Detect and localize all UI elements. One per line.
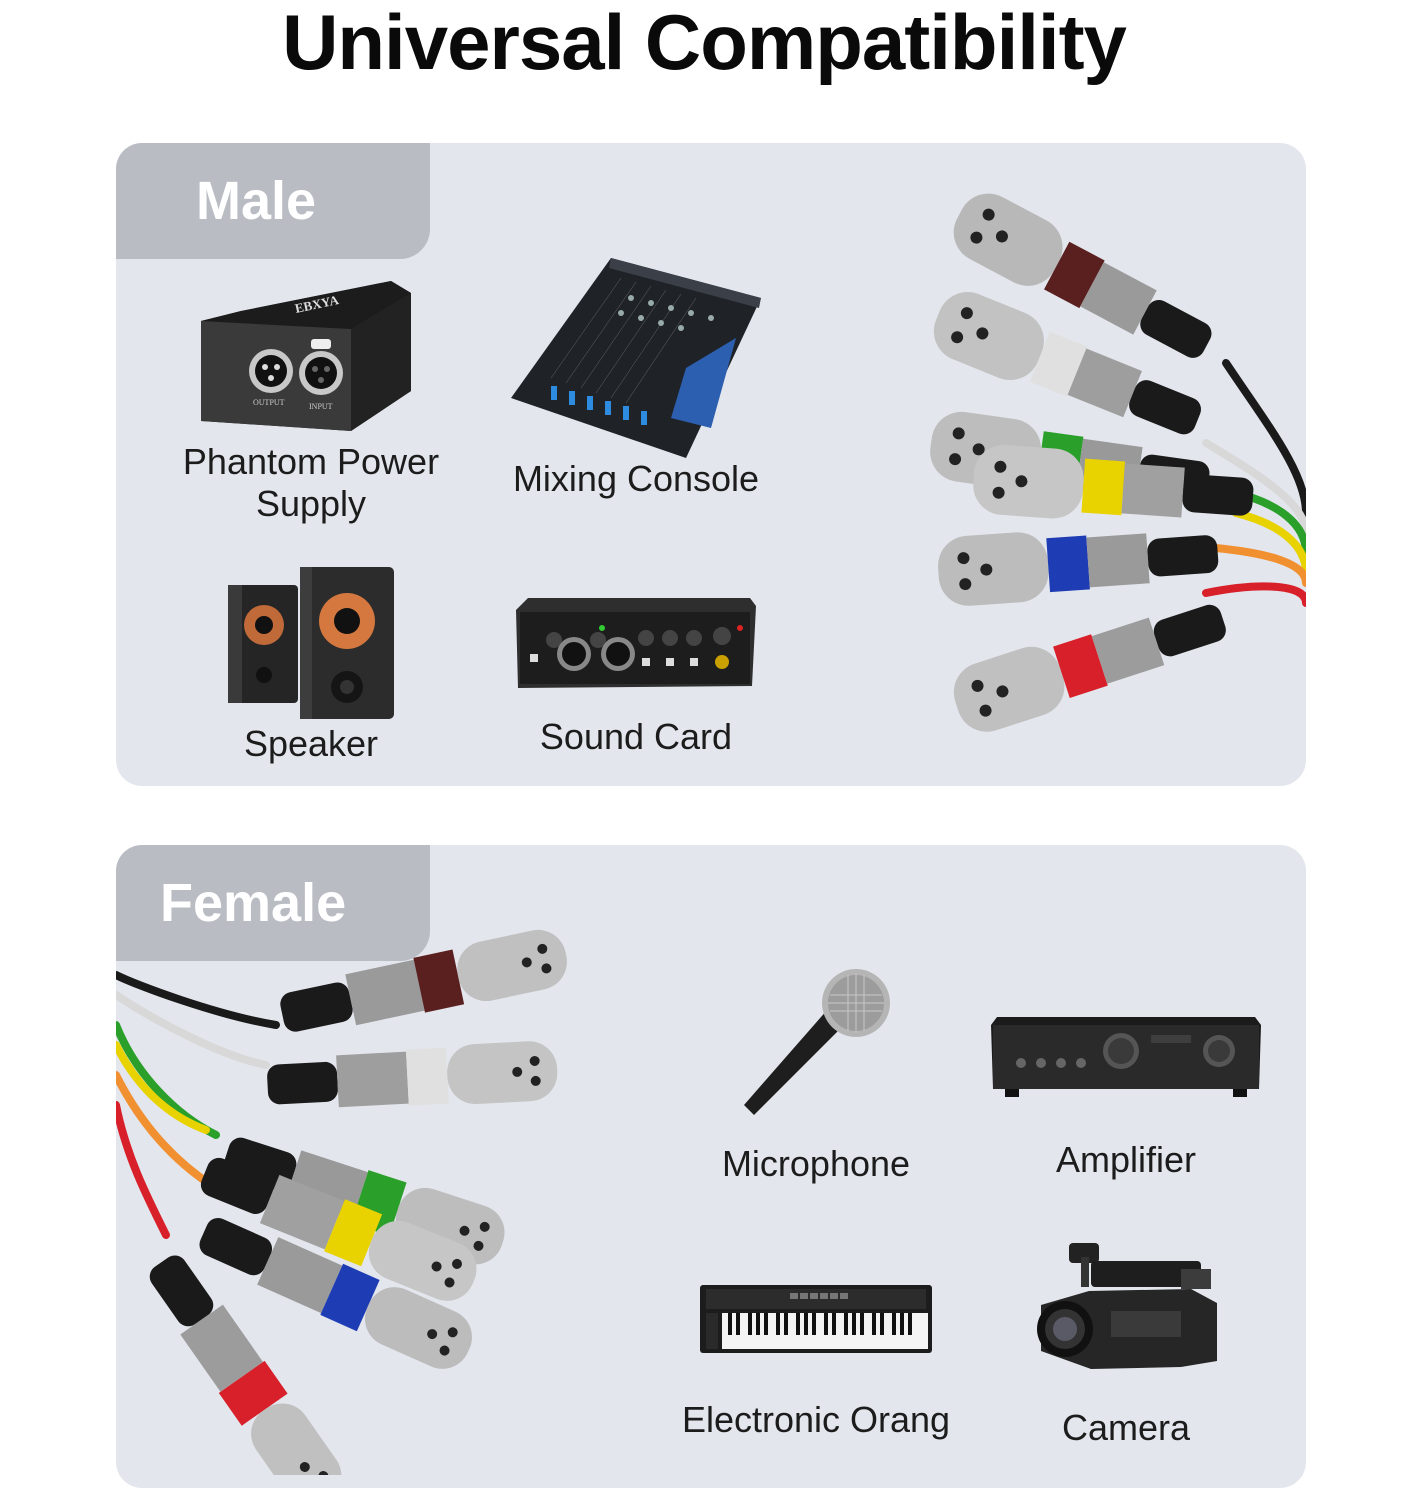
- device-label: Amplifier: [1055, 1139, 1197, 1180]
- male-xlr-cable-bundle: [930, 193, 1306, 732]
- phantom-input-text: INPUT: [309, 402, 333, 411]
- speaker-icon: [228, 567, 394, 719]
- device-label: Camera: [1061, 1407, 1191, 1448]
- device-camcorder: Camera: [996, 1233, 1256, 1449]
- device-label: Sound Card: [539, 716, 733, 757]
- device-keyboard: Electronic Orang: [666, 1285, 966, 1441]
- page-title: Universal Compatibility: [282, 0, 1127, 86]
- camcorder-icon: [1037, 1243, 1217, 1369]
- device-speaker: Speaker: [196, 563, 426, 765]
- male-panel: Male EBXYA OUTPUT INPUT Phantom Power Su…: [116, 143, 1306, 786]
- device-label-line2: Supply: [255, 483, 367, 524]
- microphone-icon: [744, 969, 890, 1115]
- female-tag: Female: [116, 845, 430, 961]
- device-amplifier: Amplifier: [986, 1013, 1266, 1181]
- male-tag: Male: [116, 143, 430, 259]
- device-mixing-console: Mixing Console: [496, 258, 776, 500]
- device-label: Electronic Orang: [681, 1399, 951, 1440]
- female-xlr-cable-bundle: [116, 929, 567, 1475]
- phantom-power-supply-icon: EBXYA OUTPUT INPUT: [201, 281, 411, 431]
- male-xlr-connector: [930, 193, 1254, 732]
- female-panel: Female: [116, 845, 1306, 1488]
- device-label: Microphone: [721, 1143, 911, 1184]
- device-microphone: Microphone: [696, 965, 936, 1185]
- amplifier-icon: [991, 1017, 1261, 1097]
- device-label: Mixing Console: [512, 458, 760, 499]
- sound-card-icon: [516, 598, 756, 688]
- device-sound-card: Sound Card: [511, 598, 761, 758]
- female-xlr-connector: [149, 929, 567, 1475]
- device-label: Phantom Power: [182, 441, 440, 482]
- phantom-output-text: OUTPUT: [253, 398, 285, 407]
- device-label: Speaker: [243, 723, 379, 764]
- device-phantom-power-supply: EBXYA OUTPUT INPUT Phantom Power Supply: [166, 281, 456, 525]
- mixing-console-icon: [511, 258, 761, 458]
- keyboard-icon: [700, 1285, 932, 1353]
